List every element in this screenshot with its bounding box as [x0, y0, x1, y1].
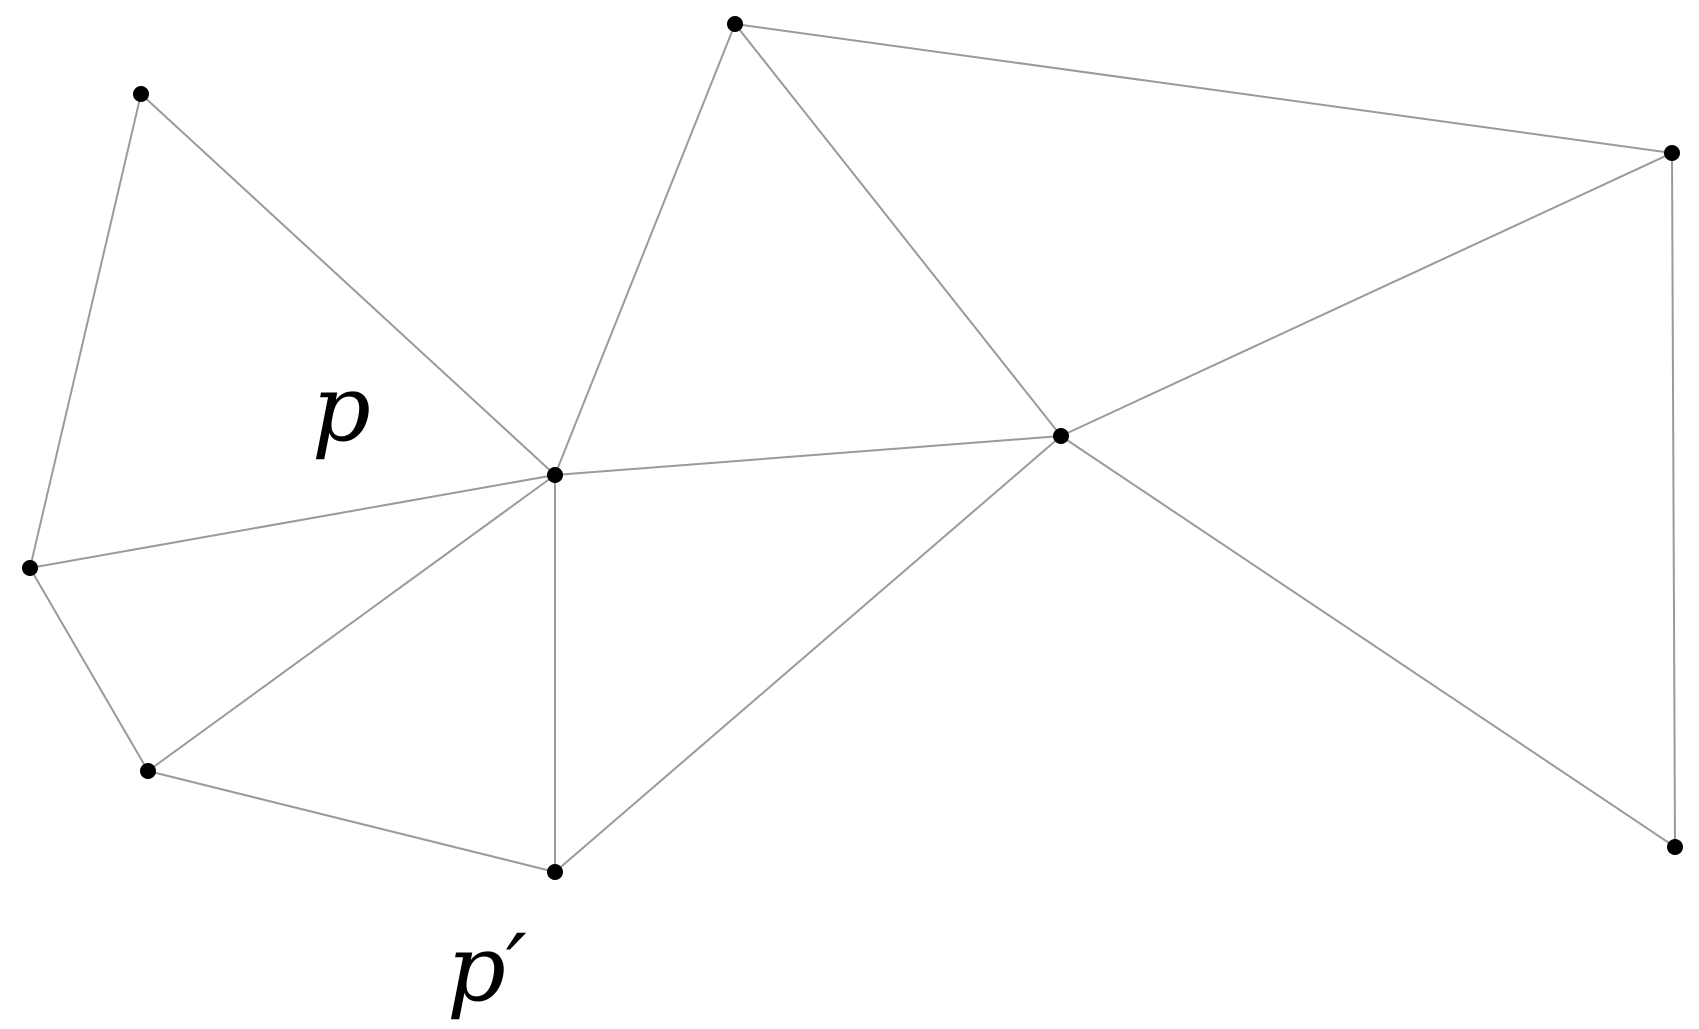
vertex-s [1667, 839, 1683, 855]
edge-t-r [734, 23, 1673, 154]
edge-b-p [29, 474, 556, 569]
vertex-t [727, 16, 743, 32]
vertex-m [1053, 428, 1069, 444]
edge-c-pp [147, 770, 556, 873]
edge-a-p [140, 93, 556, 476]
edge-c-p [147, 474, 556, 772]
vertex-p [547, 467, 563, 483]
vertex-b [22, 560, 38, 576]
edge-m-pp [554, 435, 1062, 873]
labels: p p′ [312, 355, 527, 1022]
edge-m-r [1060, 152, 1673, 437]
edge-m-s [1060, 435, 1676, 848]
edge-b-c [29, 567, 149, 772]
edge-t-m [734, 23, 1062, 437]
vertex-pp [547, 864, 563, 880]
edge-r-s [1671, 152, 1676, 848]
label-p-prime: p′ [447, 915, 527, 1022]
edges [29, 23, 1676, 873]
label-p: p [312, 355, 371, 462]
vertex-a [133, 86, 149, 102]
edge-p-m [554, 435, 1062, 476]
edge-p-t [554, 23, 736, 476]
vertex-c [140, 763, 156, 779]
edge-a-b [29, 93, 142, 569]
vertices [22, 16, 1683, 880]
vertex-r [1664, 145, 1680, 161]
